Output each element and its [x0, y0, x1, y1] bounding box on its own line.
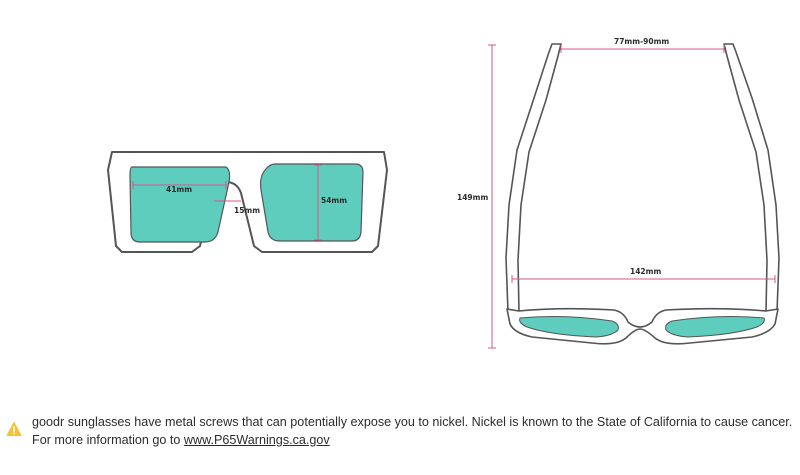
warning-message: goodr sunglasses have metal screws that …	[32, 415, 793, 447]
sunglasses-dimension-diagram: 41mm 15mm 54mm 77mm-90mm 149mm	[107, 37, 780, 349]
lens-height-label: 54mm	[321, 196, 347, 205]
warning-triangle-icon	[6, 422, 22, 436]
bridge-width-label: 15mm	[234, 206, 260, 215]
front-view: 41mm 15mm 54mm	[107, 151, 388, 253]
left-temple-arm	[505, 43, 562, 313]
lens-width-label: 41mm	[166, 185, 192, 194]
temple-length-label: 149mm	[457, 193, 488, 202]
top-view: 77mm-90mm 149mm 142mm	[457, 37, 780, 349]
frame-width-label: 142mm	[630, 267, 661, 276]
top-right-lens	[665, 316, 765, 338]
warning-text: goodr sunglasses have metal screws that …	[32, 413, 794, 449]
p65-warnings-link[interactable]: www.P65Warnings.ca.gov	[183, 433, 330, 447]
hinge-span-label: 77mm-90mm	[614, 37, 669, 46]
left-lens	[129, 166, 231, 243]
right-temple-arm	[723, 43, 780, 313]
right-lens	[259, 163, 364, 242]
top-left-lens	[519, 316, 619, 338]
prop65-warning: goodr sunglasses have metal screws that …	[0, 405, 800, 465]
